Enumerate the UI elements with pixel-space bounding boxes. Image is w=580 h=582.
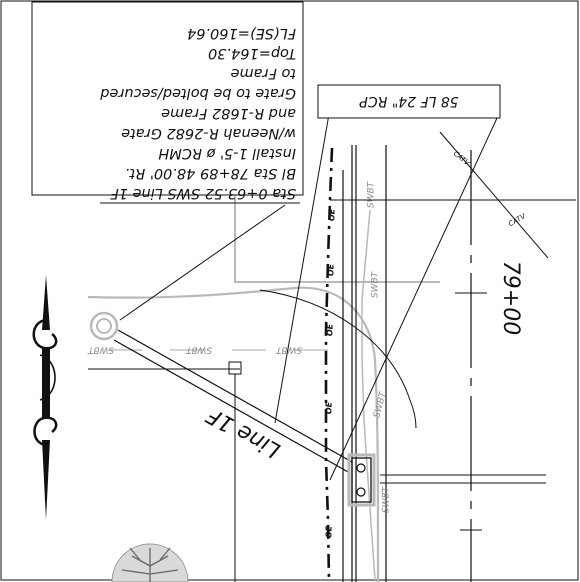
- inlet-outer: [347, 453, 376, 507]
- tree-branches: [121, 547, 179, 582]
- callout-line-2: Bl Sta 78+89 48.00' Rt.: [125, 165, 296, 181]
- gray-swbt-line: [361, 209, 376, 581]
- swbt-labels: SWBT SWBT SWBT SWBT SWBT SWBT SWBT: [86, 180, 391, 513]
- callout-line-1: Sta 0+63.52 SWS Line 1F: [110, 185, 296, 201]
- inlet-grate: [347, 453, 376, 507]
- north-arrow-top: [42, 275, 50, 330]
- north-arrow-bottom: [42, 440, 50, 520]
- road-lines: [330, 145, 576, 582]
- oe-line-path: [324, 147, 334, 582]
- small-structure: [228, 361, 242, 375]
- north-arrow-icon: [32, 275, 58, 520]
- callout-line-7: to Frame: [231, 65, 296, 81]
- oe-label-4: OE: [325, 401, 334, 414]
- pipe-edge-2: [113, 339, 351, 474]
- swbt-label-1: SWBT: [86, 345, 114, 355]
- inlet-circle-top: [356, 463, 366, 473]
- swbt-label-3: SWBT: [274, 345, 302, 355]
- oe-label-2: OE: [327, 263, 336, 276]
- catv-line: [439, 131, 549, 259]
- pipe-callout-box: [317, 84, 501, 119]
- swbt-label-5: SWBT: [371, 270, 381, 298]
- callout-line-4: w/Neenah R-2682 Grate: [121, 125, 296, 141]
- north-arrow-ribbon: [39, 354, 56, 401]
- callout-line-8: Top=164.30: [208, 45, 296, 61]
- north-arrow-shaft: [42, 348, 50, 418]
- callout-line-3: Install 1-5' ø RCMH: [158, 145, 296, 161]
- manhole-inner: [96, 318, 112, 334]
- leader-to-manhole: [119, 204, 286, 321]
- inlet-inner: [351, 457, 372, 503]
- tree-icon: [111, 543, 189, 582]
- callout-line-9: FL(SE)=160.64: [187, 25, 296, 41]
- inlet-circle-bottom: [356, 487, 366, 497]
- swbt-label-2: SWBT: [184, 345, 212, 355]
- station-label: 79+00: [498, 261, 523, 335]
- swbt-label-7: SWBT: [382, 485, 392, 513]
- callout-line-6: Grate to be bolted/secured: [99, 85, 296, 101]
- manhole: [89, 311, 119, 341]
- oe-label-1: OE: [328, 208, 337, 221]
- oe-label-3: OE: [326, 323, 335, 336]
- main-callout: Sta 0+63.52 SWS Line 1F Bl Sta 78+89 48.…: [31, 1, 304, 204]
- radius-arc: [259, 289, 417, 429]
- main-callout-box: [31, 1, 304, 196]
- swbt-label-4: SWBT: [367, 180, 377, 208]
- oe-utility-line: [324, 147, 334, 582]
- gray-linework: [87, 195, 440, 582]
- leader-to-inlet: [329, 117, 498, 481]
- gray-boundary-line: [234, 195, 440, 283]
- pipe-callout-text: 58 LF 24" RCP: [359, 93, 459, 109]
- main-callout-text-group: Sta 0+63.52 SWS Line 1F Bl Sta 78+89 48.…: [99, 25, 296, 201]
- pipe-line-1f: [113, 329, 353, 474]
- oe-labels: OE OE OE OE OE: [325, 208, 337, 538]
- manhole-outer: [89, 311, 119, 341]
- callout-line-5: and R-1682 Frame: [161, 105, 296, 121]
- gray-curb-curve: [87, 286, 380, 582]
- line-1f-label: Line 1F: [203, 402, 285, 463]
- oe-label-5: OE: [325, 525, 334, 538]
- leader-to-pipe: [274, 119, 329, 424]
- pipe-callout: 58 LF 24" RCP: [317, 84, 501, 119]
- leader-lines: [119, 94, 498, 481]
